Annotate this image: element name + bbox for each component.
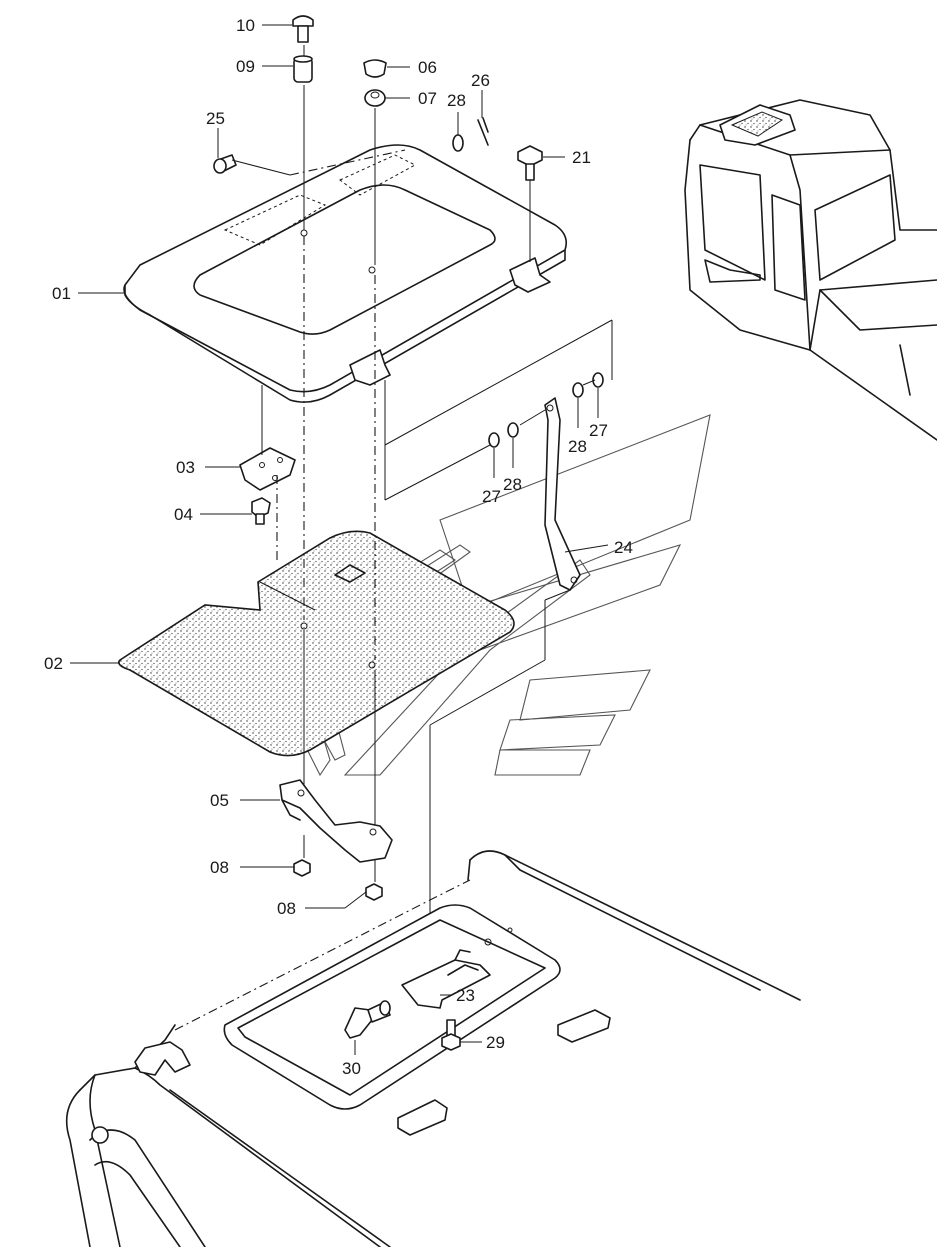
callout-labels: 10 09 06 07 28 26 25 21 01 28 27 03 27 2… <box>44 16 633 1078</box>
callout-06: 06 <box>418 58 437 77</box>
sleeve-09 <box>293 55 313 83</box>
callout-24: 24 <box>614 538 633 557</box>
hatch-frame <box>223 904 561 1110</box>
callout-29: 29 <box>486 1033 505 1052</box>
bracket-23 <box>401 949 491 1009</box>
bolt-10 <box>292 15 314 43</box>
block-right <box>557 1009 611 1043</box>
callout-26: 26 <box>471 71 490 90</box>
cap-06 <box>363 59 387 78</box>
callout-08-lower: 08 <box>277 899 296 918</box>
callout-21: 21 <box>572 148 591 167</box>
handle-05 <box>279 779 393 863</box>
callout-04: 04 <box>174 505 193 524</box>
washers-27-28 <box>488 372 604 448</box>
callout-08-upper: 08 <box>210 858 229 877</box>
knob-30 <box>344 1000 391 1039</box>
callout-27-right: 27 <box>589 421 608 440</box>
cab-illustration <box>684 99 937 441</box>
leader-lines <box>70 24 609 1055</box>
callout-30: 30 <box>342 1059 361 1078</box>
pin-26 <box>477 117 489 146</box>
bolt-04 <box>251 497 271 525</box>
bolt-29 <box>441 1019 461 1051</box>
nut-08b <box>365 883 383 901</box>
mat-02 <box>117 530 515 757</box>
callout-03: 03 <box>176 458 195 477</box>
callout-28-mid: 28 <box>503 475 522 494</box>
callout-09: 09 <box>236 57 255 76</box>
bolt-21 <box>517 145 543 181</box>
washer-07 <box>364 89 386 107</box>
block-bottom <box>397 1099 448 1136</box>
callout-27-mid: 27 <box>482 487 501 506</box>
callout-28-right: 28 <box>568 437 587 456</box>
callout-02: 02 <box>44 654 63 673</box>
callout-10: 10 <box>236 16 255 35</box>
callout-05: 05 <box>210 791 229 810</box>
machine-body <box>65 850 801 1247</box>
hatch-cover-01 <box>123 144 568 403</box>
callout-01: 01 <box>52 284 71 303</box>
callout-25: 25 <box>206 109 225 128</box>
pin-25 <box>213 154 237 174</box>
stay-24 <box>544 397 581 591</box>
nut-08a <box>293 859 311 877</box>
washer-28 <box>452 134 464 152</box>
callout-28-top: 28 <box>447 91 466 110</box>
assembly-lines <box>231 45 613 975</box>
callout-07: 07 <box>418 89 437 108</box>
bracket-03 <box>239 447 296 491</box>
callout-23: 23 <box>456 986 475 1005</box>
